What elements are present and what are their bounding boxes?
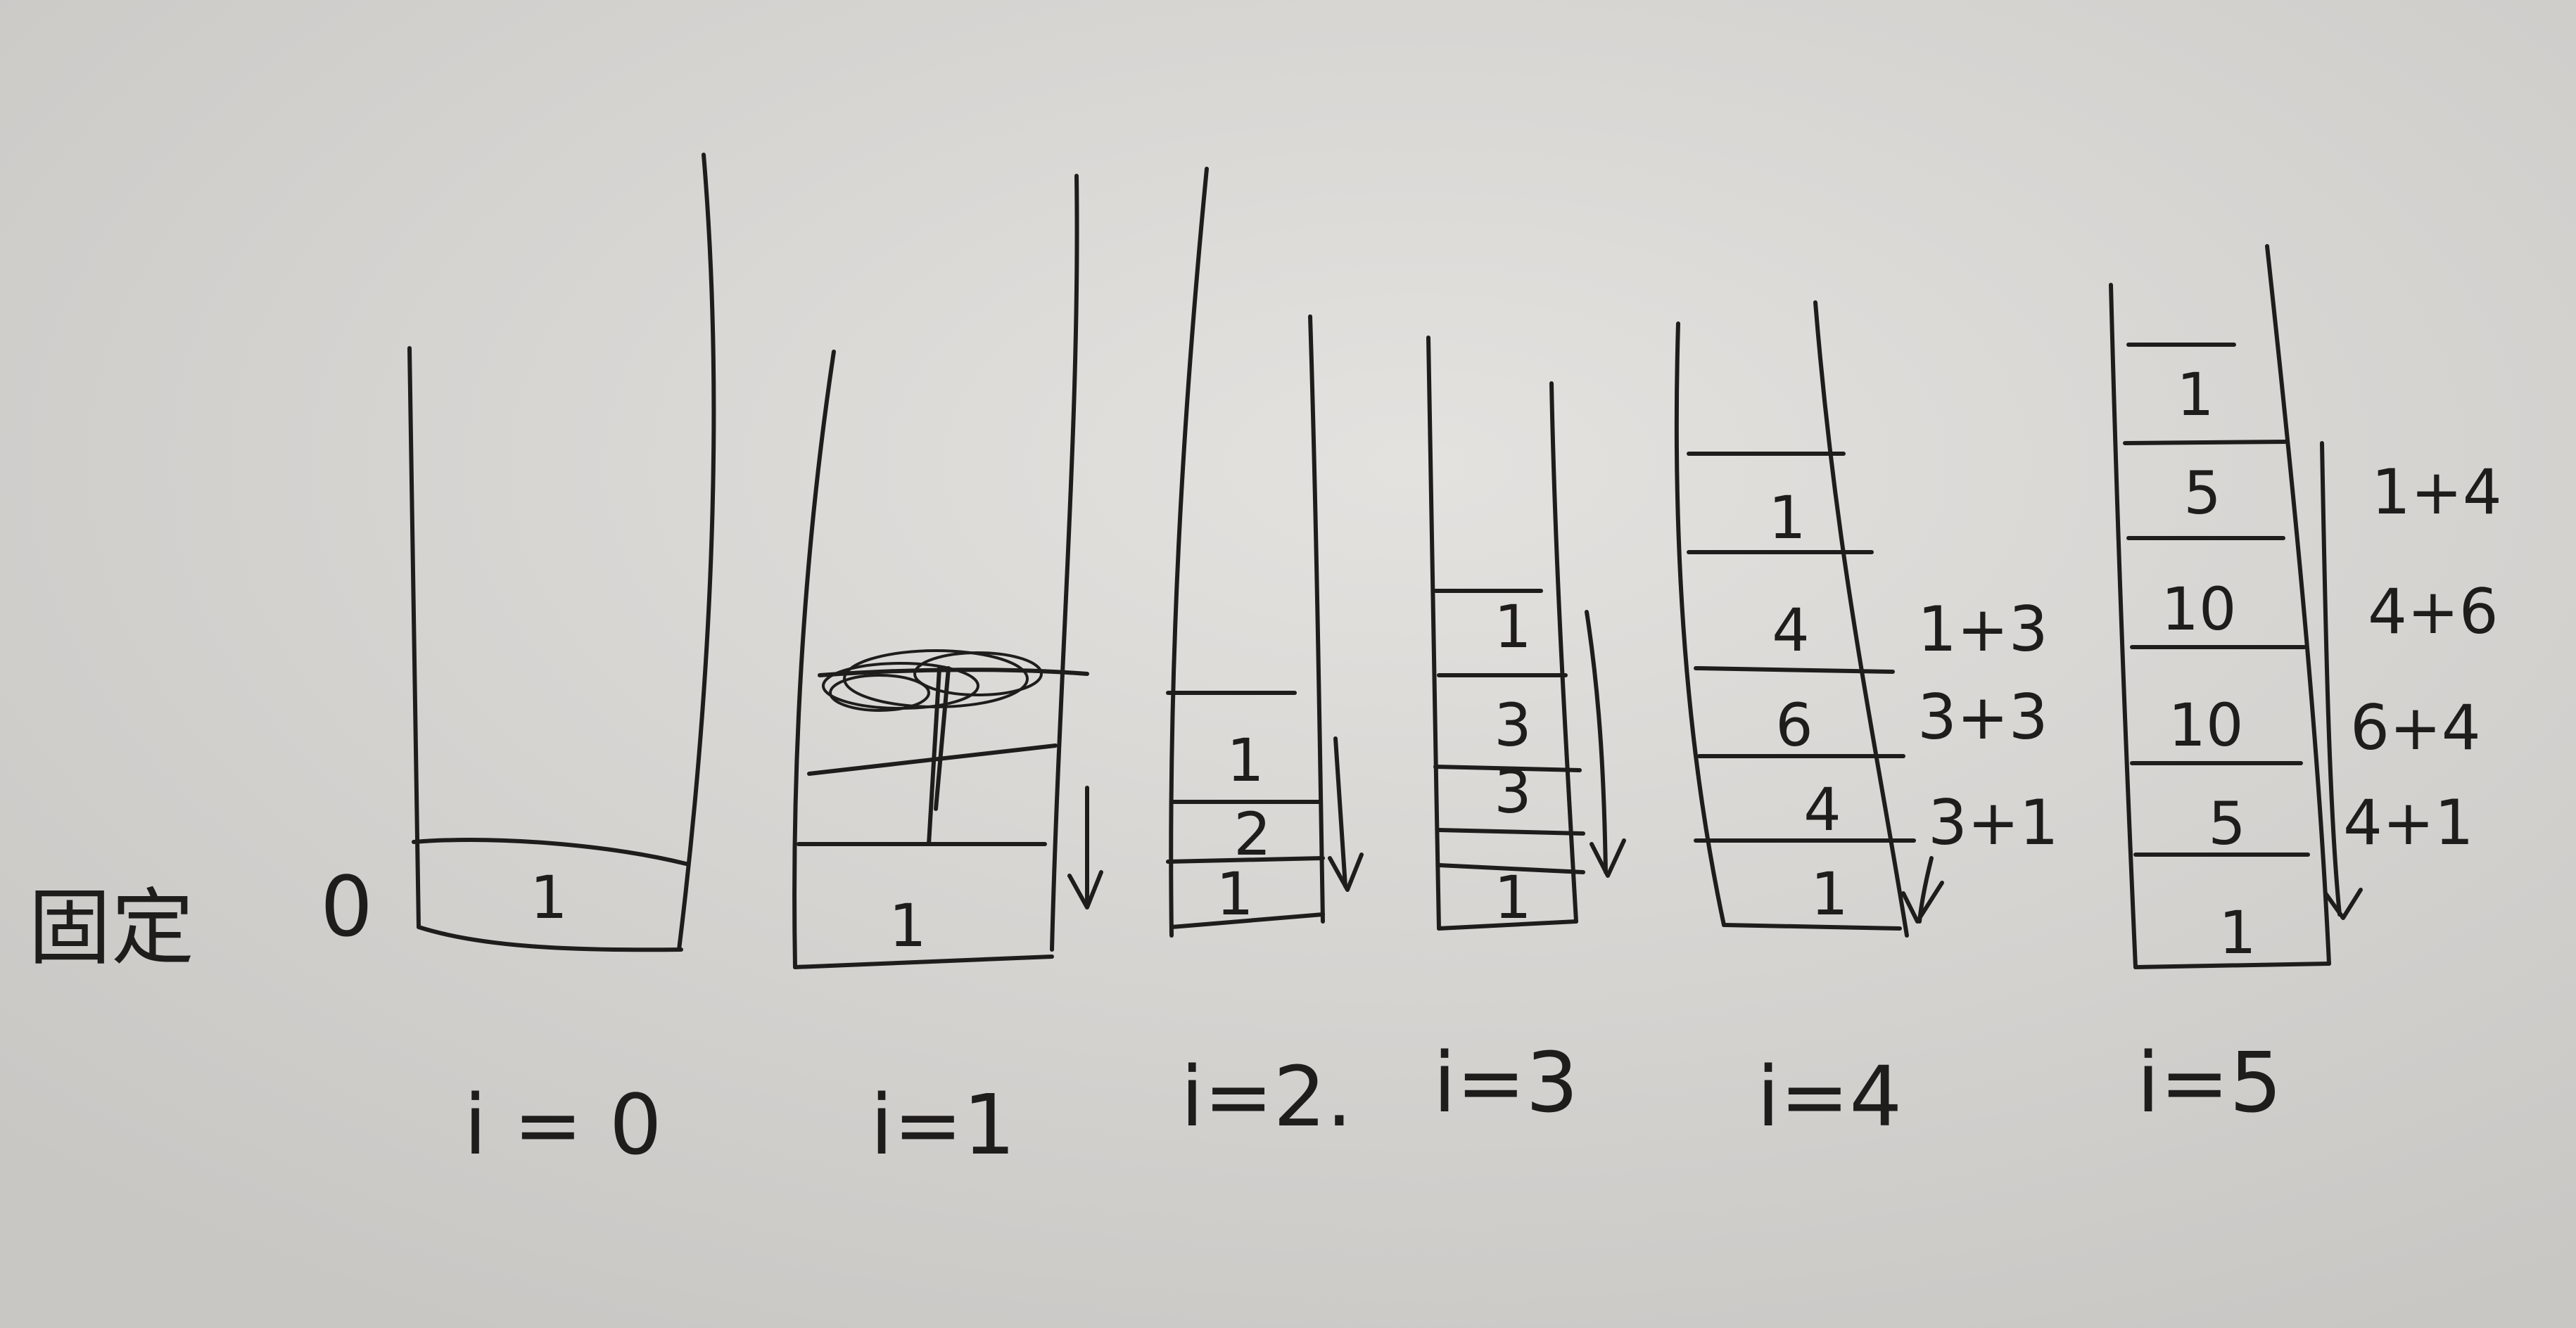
column-label: i=2. bbox=[1181, 1048, 1352, 1145]
sum-label: 4+6 bbox=[2368, 575, 2499, 648]
column-label: i=4 bbox=[1757, 1048, 1903, 1145]
cell-value: 2 bbox=[1233, 800, 1271, 869]
sum-label: 1+3 bbox=[1917, 593, 2048, 665]
side-zero: 0 bbox=[320, 858, 373, 955]
cell-value: 5 bbox=[2183, 459, 2221, 528]
column-label: i = 0 bbox=[464, 1076, 662, 1173]
row-divider bbox=[2123, 440, 2289, 445]
column-wall-left bbox=[1426, 336, 1441, 931]
row-divider bbox=[1433, 765, 1582, 772]
column-base bbox=[1169, 912, 1325, 929]
sum-label: 3+3 bbox=[1917, 681, 2048, 753]
column-wall-left bbox=[792, 350, 836, 969]
column-base bbox=[1722, 923, 1902, 931]
down-arrow bbox=[1585, 610, 1626, 878]
down-arrow bbox=[2320, 441, 2363, 920]
row-divider bbox=[1437, 863, 1585, 874]
column-i5: 1 5 10 10 5 1 1+4 4+6 6+4 4+1 i=5 bbox=[2109, 244, 2502, 1131]
sum-label: 4+1 bbox=[2343, 786, 2474, 859]
down-arrow bbox=[1067, 786, 1103, 909]
cell-value: 1 bbox=[2176, 360, 2214, 429]
column-wall-right bbox=[1308, 314, 1325, 924]
column-base bbox=[417, 925, 683, 952]
cell-value: 6 bbox=[1775, 691, 1813, 760]
column-label: i=3 bbox=[1433, 1034, 1579, 1131]
cell-value: 5 bbox=[2208, 789, 2245, 858]
cell-value: 1 bbox=[1768, 483, 1806, 552]
column-base bbox=[793, 954, 1054, 969]
column-i1: 1 i=1 bbox=[792, 174, 1103, 1173]
column-i0: 1 i = 0 bbox=[407, 153, 716, 1173]
column-base bbox=[1437, 919, 1578, 931]
column-wall-right bbox=[677, 153, 716, 952]
cell-value: 3 bbox=[1494, 758, 1531, 826]
row-divider bbox=[1437, 828, 1585, 836]
column-wall-left bbox=[407, 346, 421, 929]
cell-value: 1 bbox=[889, 891, 926, 960]
scribble-mark bbox=[822, 649, 1043, 846]
cell-value: 3 bbox=[1494, 691, 1531, 760]
cell-value: 1 bbox=[1810, 860, 1848, 928]
column-base bbox=[2133, 962, 2331, 969]
column-wall-left bbox=[1674, 321, 1726, 927]
row-divider bbox=[1166, 856, 1325, 864]
sum-label: 1+4 bbox=[2371, 456, 2502, 528]
cell-value: 4 bbox=[1803, 775, 1841, 844]
column-wall-right bbox=[1813, 300, 1909, 938]
column-label: i=1 bbox=[870, 1076, 1016, 1173]
sum-label: 3+1 bbox=[1928, 786, 2059, 859]
cell-value: 1 bbox=[1226, 726, 1264, 795]
side-label: 固定 bbox=[28, 879, 194, 976]
column-wall-left bbox=[2109, 283, 2138, 969]
cell-value: 1 bbox=[1494, 592, 1531, 661]
column-wall-right bbox=[1549, 381, 1578, 924]
cell-value: 10 bbox=[2162, 575, 2237, 644]
sum-label: 6+4 bbox=[2350, 691, 2481, 764]
row-divider bbox=[818, 668, 1089, 677]
cell-value: 1 bbox=[530, 863, 567, 932]
cell-value: 1 bbox=[1216, 860, 1253, 928]
down-arrow bbox=[1901, 856, 1944, 924]
column-wall-right bbox=[2265, 244, 2331, 966]
row-divider bbox=[1694, 666, 1895, 674]
column-wall-left bbox=[1169, 167, 1209, 938]
cell-value: 4 bbox=[1772, 596, 1809, 665]
cell-value: 1 bbox=[1494, 863, 1531, 932]
column-wall-right bbox=[1050, 174, 1079, 952]
down-arrow bbox=[1328, 736, 1364, 892]
cell-value: 10 bbox=[2169, 691, 2244, 760]
column-i3: 1 3 3 1 i=3 bbox=[1426, 336, 1626, 1131]
column-i4: 1 4 6 4 1 1+3 3+3 3+1 i=4 bbox=[1674, 300, 2059, 1145]
cell-value: 1 bbox=[2219, 898, 2256, 967]
column-label: i=5 bbox=[2137, 1034, 2283, 1131]
row-divider bbox=[412, 838, 688, 866]
column-i2: 1 2 1 i=2. bbox=[1166, 167, 1364, 1145]
